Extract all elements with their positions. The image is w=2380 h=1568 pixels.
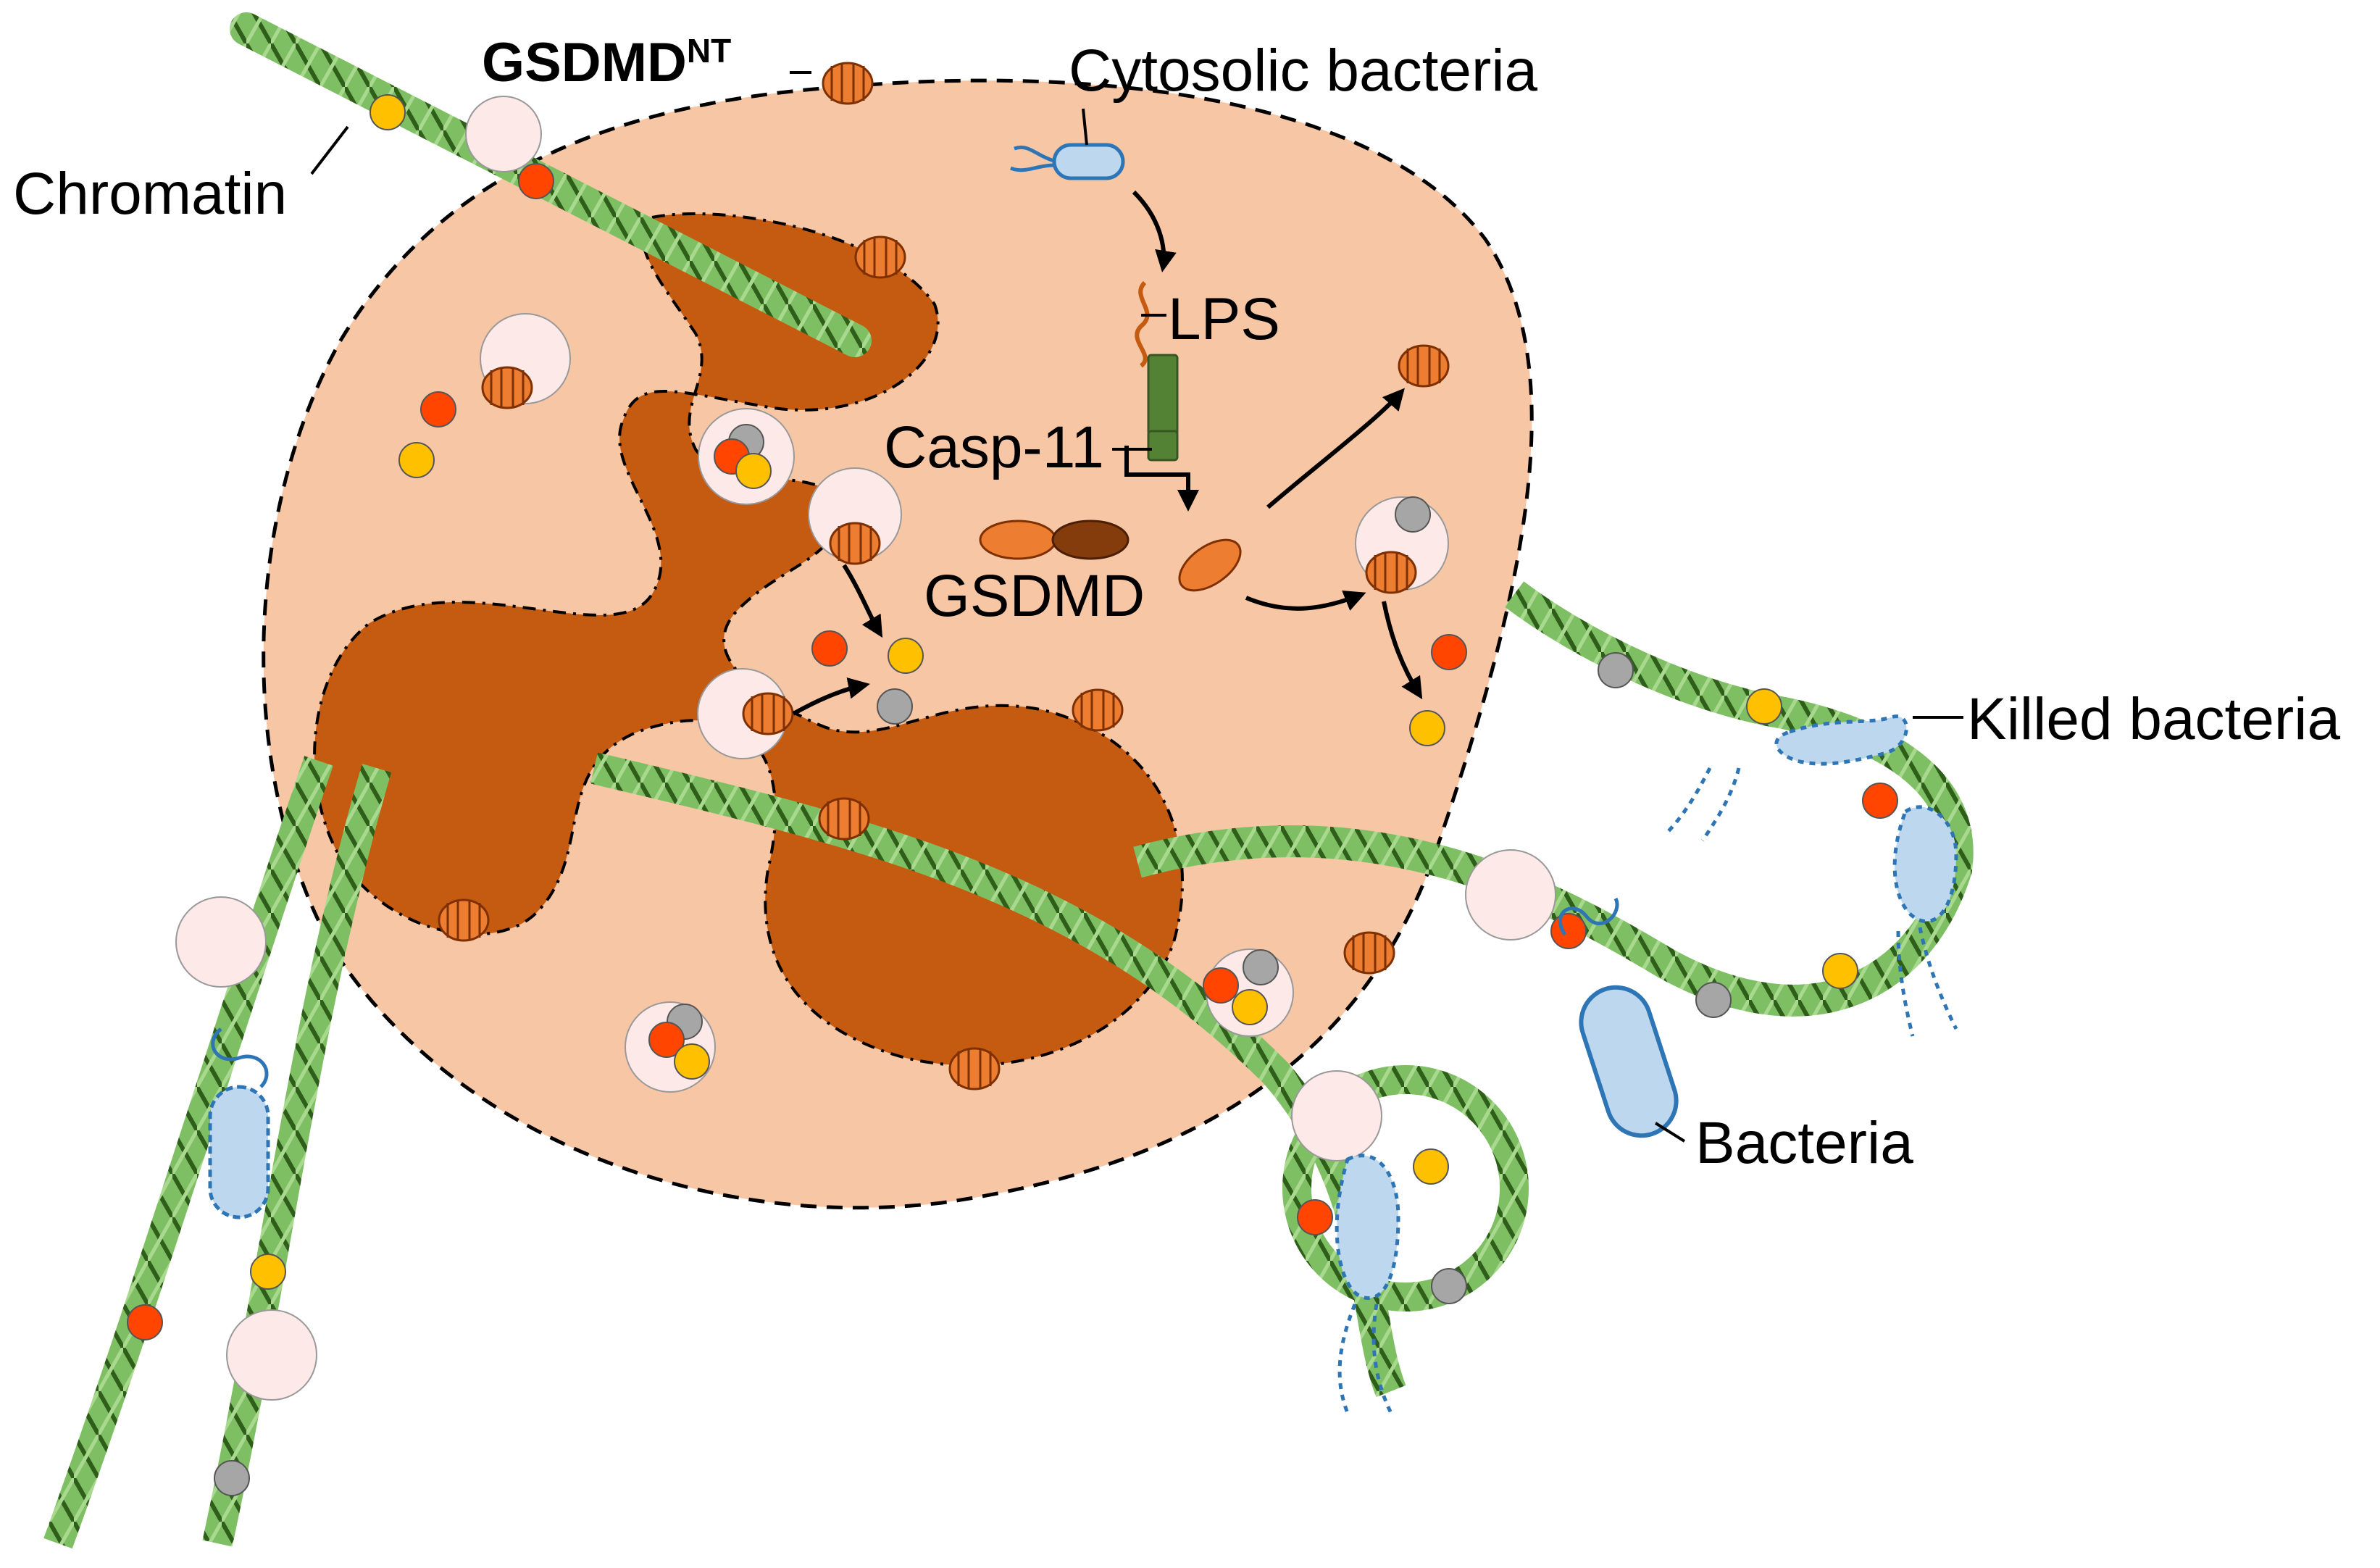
- bacteria-icon-left: [208, 1027, 270, 1219]
- killed-bacteria-label: Killed bacteria: [1967, 686, 2340, 752]
- cytosolic-bacteria-icon: [1010, 143, 1125, 180]
- bacteria-icon: [1558, 897, 1679, 1138]
- gsdmd-nt-fragment-icon: [979, 520, 1057, 560]
- granule-contents: [127, 94, 1898, 1496]
- lps-label: LPS: [1168, 286, 1280, 352]
- casp11-icon: [1147, 354, 1179, 462]
- killed-bacteria-icon: [1335, 714, 1958, 1414]
- lps-icon: [1135, 280, 1150, 368]
- cleaved-gsdmd-icon: [1178, 538, 1242, 592]
- gsdmd-label: GSDMD: [924, 563, 1145, 629]
- chromatin-label: Chromatin: [13, 161, 287, 227]
- gsdmd-ct-fragment-icon: [1051, 520, 1130, 560]
- nucleus: [313, 212, 1184, 1067]
- cytosolic-bacteria-label: Cytosolic bacteria: [1069, 38, 1538, 104]
- pathway-arrows: [792, 190, 1423, 716]
- label-leaders: [310, 71, 1963, 1143]
- casp11-label: Casp-11: [884, 414, 1104, 480]
- gsdmd-nt-label: GSDMDNT: [482, 32, 731, 93]
- bacteria-label: Bacteria: [1695, 1110, 1913, 1176]
